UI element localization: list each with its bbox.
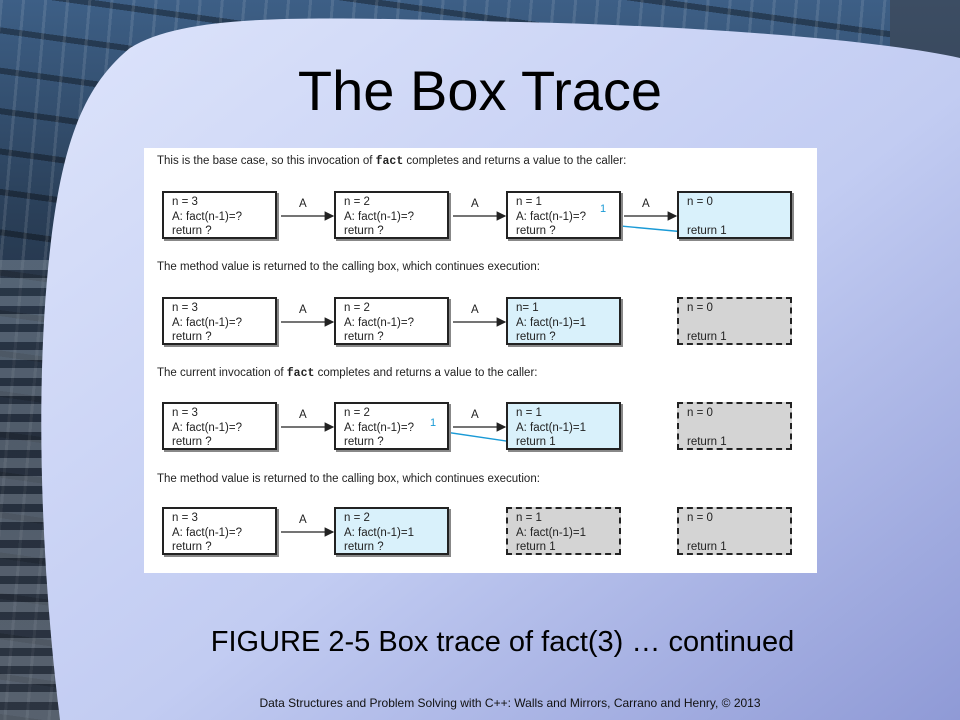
edge-label-a: A — [471, 198, 479, 210]
figure-caption: FIGURE 2-5 Box trace of fact(3) … contin… — [210, 626, 795, 658]
edge-label-a: A — [642, 198, 650, 210]
slide-footer: Data Structures and Problem Solving with… — [259, 696, 761, 710]
figure-caption-1: This is the base case, so this invocatio… — [157, 155, 627, 168]
edge-label-a: A — [471, 409, 479, 421]
figure-caption-4: The method value is returned to the call… — [157, 473, 540, 485]
figure-caption-3: The current invocation of fact completes… — [157, 367, 538, 380]
edge-label-a: A — [299, 409, 307, 421]
edge-label-a: A — [299, 304, 307, 316]
activation-box-n0-done: n = 0 return 1 — [677, 297, 792, 345]
edge-label-a: A — [299, 198, 307, 210]
return-value-label: 1 — [600, 203, 607, 215]
edge-label-a: A — [471, 304, 479, 316]
return-value-label: 1 — [430, 417, 437, 429]
activation-box-n0-done: n = 0 return 1 — [677, 402, 792, 450]
slide-title: The Box Trace — [297, 59, 663, 122]
activation-box-n0-done: n = 0 return 1 — [677, 507, 792, 555]
figure-caption-2: The method value is returned to the call… — [157, 261, 540, 273]
edge-label-a: A — [299, 514, 307, 526]
box-trace-figure: This is the base case, so this invocatio… — [144, 148, 817, 573]
activation-box-n0: n = 0 return 1 — [677, 191, 792, 239]
